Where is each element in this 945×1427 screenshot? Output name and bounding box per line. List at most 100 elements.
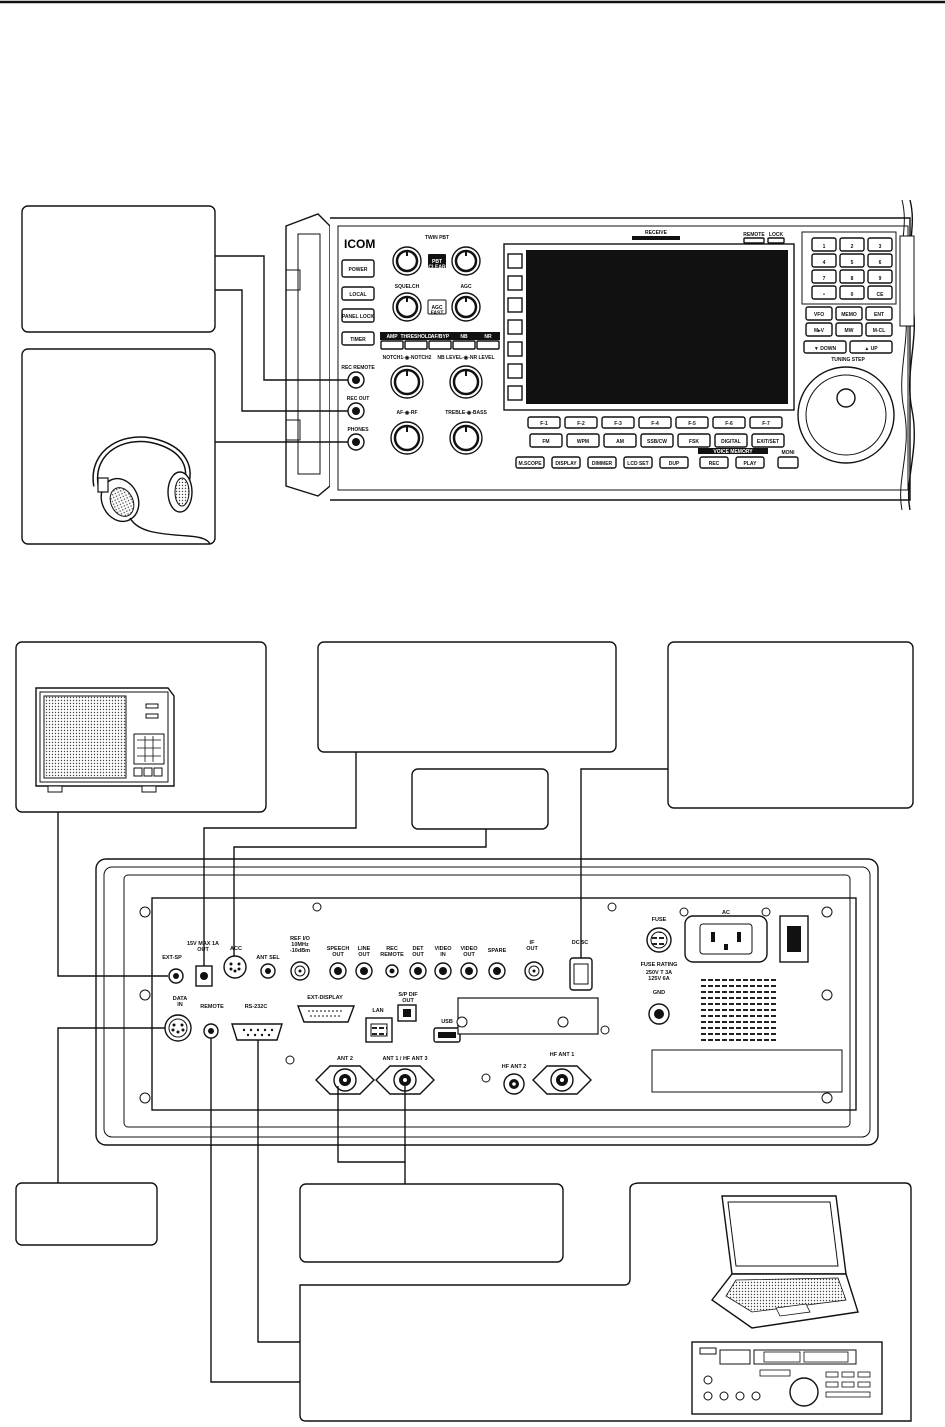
acc-socket[interactable] bbox=[223, 955, 247, 979]
play-key[interactable]: PLAY bbox=[735, 456, 765, 469]
lcd-set-key[interactable]: LCD SET bbox=[623, 456, 653, 469]
digital-key[interactable]: DIGITAL bbox=[714, 433, 748, 448]
phones-jack[interactable] bbox=[347, 433, 365, 451]
ref-io-connector[interactable] bbox=[290, 961, 310, 981]
dc-out-jack[interactable] bbox=[195, 965, 213, 987]
ant-sel-jack[interactable] bbox=[260, 963, 276, 979]
m-cl-key[interactable]: M-CL bbox=[865, 322, 893, 337]
local-button[interactable]: LOCAL bbox=[341, 286, 375, 301]
voice-memory-label: VOICE MEMORY bbox=[713, 449, 753, 455]
video-in-jack[interactable] bbox=[434, 962, 452, 980]
gnd-terminal[interactable] bbox=[648, 1003, 670, 1025]
fm-key[interactable]: FM bbox=[529, 433, 563, 448]
key-1[interactable]: 1 bbox=[811, 237, 837, 252]
remote-jack[interactable] bbox=[203, 1023, 219, 1039]
key-0[interactable]: 0 bbox=[839, 285, 865, 300]
usb-port[interactable] bbox=[433, 1027, 461, 1043]
rec-key[interactable]: REC bbox=[699, 456, 729, 469]
ext-display-connector[interactable] bbox=[296, 1005, 356, 1023]
lan-port[interactable] bbox=[365, 1017, 393, 1043]
spare-jack[interactable] bbox=[488, 962, 506, 980]
svg-text:5: 5 bbox=[851, 260, 854, 266]
key-6[interactable]: 6 bbox=[867, 253, 893, 268]
f7-key[interactable]: F-7 bbox=[749, 416, 783, 429]
f5-key[interactable]: F-5 bbox=[675, 416, 709, 429]
twin-pbt-outer-knob[interactable] bbox=[451, 246, 481, 276]
key-5[interactable]: 5 bbox=[839, 253, 865, 268]
det-out-jack[interactable] bbox=[409, 962, 427, 980]
svg-text:6: 6 bbox=[879, 260, 882, 266]
agc-knob[interactable] bbox=[451, 292, 481, 322]
nb-nr-knob[interactable] bbox=[449, 365, 483, 399]
af-byp-key[interactable]: AF/BYP bbox=[428, 334, 452, 350]
moni-key[interactable] bbox=[777, 456, 799, 469]
f1-key[interactable]: F-1 bbox=[527, 416, 561, 429]
if-out-connector[interactable] bbox=[524, 961, 544, 981]
vfo-key[interactable]: VFO bbox=[805, 306, 833, 321]
dup-key[interactable]: DUP bbox=[659, 456, 689, 469]
m-scope-key[interactable]: M.SCOPE bbox=[515, 456, 545, 469]
key-4[interactable]: 4 bbox=[811, 253, 837, 268]
twin-pbt-inner-knob[interactable] bbox=[392, 246, 422, 276]
power-switch[interactable] bbox=[779, 915, 809, 963]
dimmer-key[interactable]: DIMMER bbox=[587, 456, 617, 469]
notch-knob[interactable] bbox=[390, 365, 424, 399]
rec-out-jack[interactable] bbox=[347, 402, 365, 420]
squelch-knob[interactable] bbox=[392, 292, 422, 322]
key-ce[interactable]: CE bbox=[867, 285, 893, 300]
key-7[interactable]: 7 bbox=[811, 269, 837, 284]
panel-lock-button[interactable]: PANEL LOCK bbox=[341, 308, 375, 323]
dc-power-socket[interactable] bbox=[569, 957, 593, 991]
ent-key[interactable]: ENT bbox=[865, 306, 893, 321]
data-in-socket[interactable] bbox=[164, 1014, 192, 1042]
m-to-v-key[interactable]: M▸V bbox=[805, 322, 833, 337]
spdif-out-port[interactable] bbox=[397, 1004, 417, 1022]
multi-function-keys[interactable] bbox=[507, 253, 523, 401]
key-2[interactable]: 2 bbox=[839, 237, 865, 252]
line-out-jack[interactable] bbox=[355, 962, 373, 980]
nb-key[interactable]: NB bbox=[452, 334, 476, 350]
hf-ant1-connector[interactable] bbox=[532, 1065, 592, 1095]
mw-key[interactable]: MW bbox=[835, 322, 863, 337]
main-tuning-dial[interactable] bbox=[797, 366, 895, 464]
exit-set-key[interactable]: EXIT/SET bbox=[751, 433, 785, 448]
f2-key[interactable]: F-2 bbox=[564, 416, 598, 429]
f4-key[interactable]: F-4 bbox=[638, 416, 672, 429]
key-dot[interactable]: • bbox=[811, 285, 837, 300]
mode-keys: FM WPM AM SSB/CW FSK DIGITAL EXIT/SET bbox=[529, 433, 785, 448]
memo-key[interactable]: MEMO bbox=[835, 306, 863, 321]
ant2-connector[interactable] bbox=[315, 1065, 375, 1095]
timer-button[interactable]: TIMER bbox=[341, 331, 375, 346]
af-rf-knob[interactable] bbox=[390, 421, 424, 455]
fsk-key[interactable]: FSK bbox=[677, 433, 711, 448]
hf-ant2-connector[interactable] bbox=[503, 1073, 525, 1095]
treble-bass-knob[interactable] bbox=[449, 421, 483, 455]
f3-key[interactable]: F-3 bbox=[601, 416, 635, 429]
amp-key[interactable]: AMP bbox=[380, 334, 404, 350]
key-9[interactable]: 9 bbox=[867, 269, 893, 284]
down-key[interactable]: ▼ DOWN bbox=[803, 340, 847, 354]
key-8[interactable]: 8 bbox=[839, 269, 865, 284]
video-out-jack[interactable] bbox=[460, 962, 478, 980]
ext-sp-jack[interactable] bbox=[168, 968, 184, 984]
wpm-key[interactable]: WPM bbox=[566, 433, 600, 448]
power-button[interactable]: POWER bbox=[341, 259, 375, 278]
key-3[interactable]: 3 bbox=[867, 237, 893, 252]
up-key[interactable]: ▲ UP bbox=[849, 340, 893, 354]
ant1-connector[interactable] bbox=[375, 1065, 435, 1095]
display-key[interactable]: DISPLAY bbox=[551, 456, 581, 469]
ssb-cw-key[interactable]: SSB/CW bbox=[640, 433, 674, 448]
threshold-key[interactable]: THRESHOLD bbox=[400, 334, 432, 350]
am-key[interactable]: AM bbox=[603, 433, 637, 448]
callout-box-rec-devices bbox=[21, 205, 216, 333]
fuse-holder[interactable] bbox=[646, 927, 672, 953]
ac-inlet[interactable] bbox=[684, 915, 768, 963]
rs232c-connector[interactable] bbox=[231, 1023, 283, 1041]
f6-key[interactable]: F-6 bbox=[712, 416, 746, 429]
nr-key[interactable]: NR bbox=[476, 334, 500, 350]
rec-remote-jack[interactable] bbox=[347, 371, 365, 389]
rec-remote-rear-jack[interactable] bbox=[385, 964, 399, 978]
speech-out-jack[interactable] bbox=[329, 962, 347, 980]
